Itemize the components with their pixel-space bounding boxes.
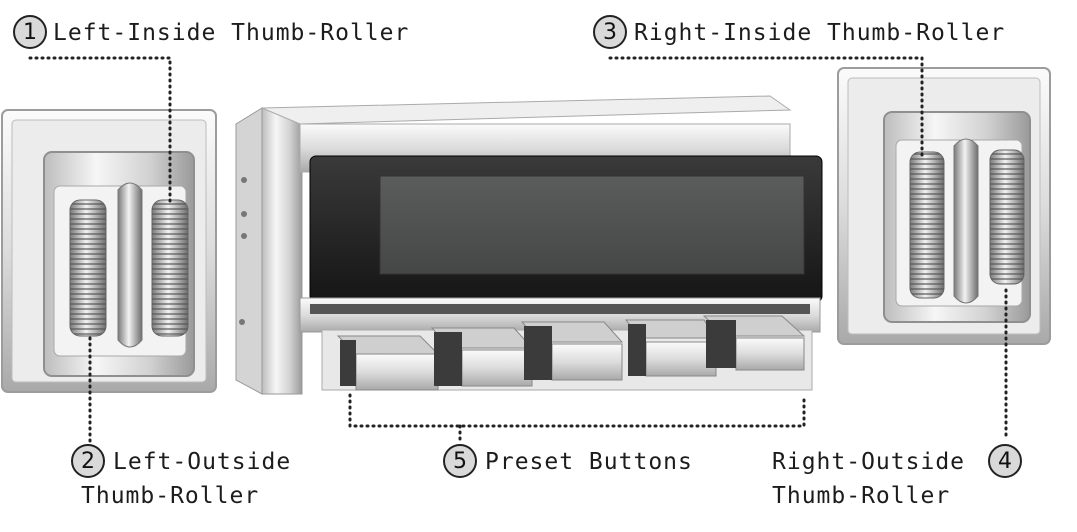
callout-label-preset-buttons: Preset Buttons: [485, 449, 693, 475]
callout-label-right-outside-line1: Right-Outside: [772, 449, 966, 475]
callout-label-right-inside: Right-Inside Thumb-Roller: [634, 20, 1006, 46]
callout-badge-1: 1: [13, 15, 47, 49]
preset-buttons: [336, 315, 806, 391]
preset-button-4[interactable]: [624, 319, 717, 377]
callout-label-left-outside-line2: Thumb-Roller: [81, 483, 260, 509]
left-knob-bezel: [1, 109, 217, 393]
leader-lines: [28, 56, 1008, 446]
right-inside-thumb-roller[interactable]: [909, 151, 945, 299]
leader-line-5: [348, 393, 806, 428]
callout-label-left-inside: Left-Inside Thumb-Roller: [53, 20, 410, 46]
preset-button-3[interactable]: [520, 321, 624, 381]
callout-label-left-outside-line1: Left-Outside: [113, 449, 292, 475]
preset-button-5[interactable]: [702, 315, 806, 371]
preset-button-2[interactable]: [430, 327, 534, 387]
preset-button-1[interactable]: [336, 335, 440, 391]
left-inside-thumb-roller[interactable]: [151, 199, 189, 337]
callout-badge-5: 5: [443, 444, 477, 478]
right-knob-bezel: [837, 67, 1051, 345]
callout-label-right-outside-line2: Thumb-Roller: [772, 483, 951, 509]
leader-line-1: [28, 56, 172, 207]
display-window: [309, 155, 823, 303]
left-outside-thumb-roller[interactable]: [69, 199, 107, 337]
leader-line-3: [608, 56, 924, 157]
callout-badge-2: 2: [71, 444, 105, 478]
callout-badge-4: 4: [988, 444, 1022, 478]
callout-badge-3: 3: [593, 15, 627, 49]
right-outside-thumb-roller[interactable]: [989, 149, 1025, 285]
